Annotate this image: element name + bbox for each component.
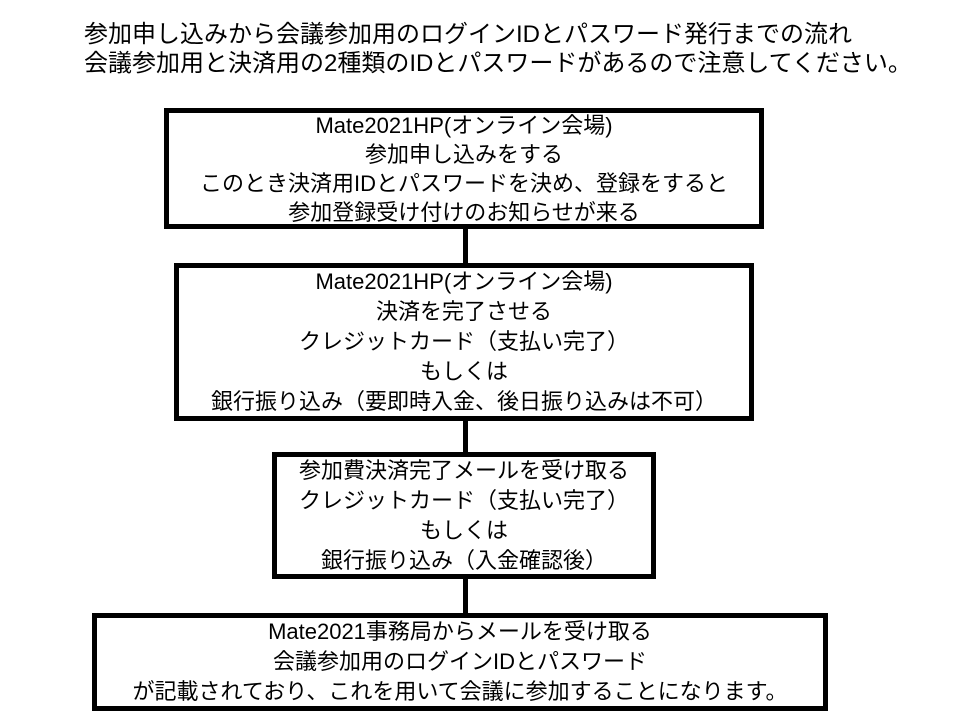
diagram-title-line-1: 参加申し込みから会議参加用のログインIDとパスワード発行までの流れ: [84, 21, 852, 48]
flow-step-1-registration: Mate2021HP(オンライン会場) 参加申し込みをする このとき決済用IDと…: [164, 108, 764, 229]
diagram-title: 参加申し込みから会議参加用のログインIDとパスワード発行までの流れ 会議参加用と…: [84, 20, 924, 78]
flow-step-3-line-1: 参加費決済完了メールを受け取る: [298, 457, 629, 483]
flow-step-2-payment: Mate2021HP(オンライン会場) 決済を完了させる クレジットカード（支払…: [174, 263, 754, 421]
flow-step-3-payment-confirmation-mail: 参加費決済完了メールを受け取る クレジットカード（支払い完了） もしくは 銀行振…: [272, 452, 656, 579]
connector-step2-to-step3: [463, 416, 468, 457]
flow-step-4-line-1: Mate2021事務局からメールを受け取る: [268, 619, 652, 644]
diagram-title-line-2: 会議参加用と決済用の2種類のIDとパスワードがあるので注意してください。: [84, 50, 912, 77]
flow-step-4-line-3: が記載されており、これを用いて会議に参加することになります。: [132, 679, 788, 704]
flow-step-2-line-4: もしくは: [419, 359, 508, 384]
connector-step3-to-step4: [463, 574, 468, 618]
flow-step-1-line-4: 参加登録受け付けのお知らせが来る: [288, 199, 640, 225]
flow-step-1-line-2: 参加申し込みをする: [364, 141, 563, 167]
connector-step1-to-step2: [463, 224, 468, 268]
flow-step-4-line-2: 会議参加用のログインIDとパスワード: [272, 649, 647, 674]
flow-step-2-line-1: Mate2021HP(オンライン会場): [315, 269, 613, 294]
flow-step-1-line-3: このとき決済用IDとパスワードを決め、登録をすると: [199, 170, 728, 196]
flow-step-1-line-1: Mate2021HP(オンライン会場): [315, 112, 613, 138]
flow-step-2-line-5: 銀行振り込み（要即時入金、後日振り込みは不可）: [210, 389, 717, 414]
flow-step-3-line-3: もしくは: [419, 517, 508, 543]
flow-step-2-line-2: 決済を完了させる: [375, 299, 552, 324]
flow-step-2-line-3: クレジットカード（支払い完了）: [298, 329, 629, 354]
flow-step-3-line-2: クレジットカード（支払い完了）: [298, 487, 629, 513]
flow-step-3-line-4: 銀行振り込み（入金確認後）: [320, 547, 607, 573]
flow-step-4-login-credentials-mail: Mate2021事務局からメールを受け取る 会議参加用のログインIDとパスワード…: [92, 613, 828, 711]
